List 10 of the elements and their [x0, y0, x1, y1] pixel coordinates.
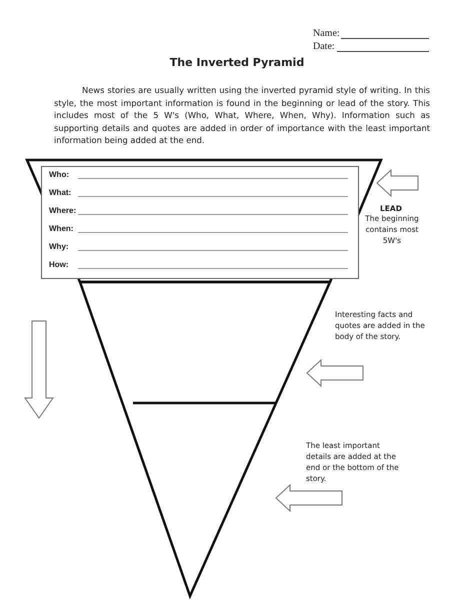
field-label: When:: [49, 224, 74, 233]
intro-paragraph: News stories are usually written using the inverted pyramid style of writing. In this style, the most important information is found in the beginning or lead of the story. This includes most of the 5 W's (Who, What, Where, When, Why). Information such as supporting details and quotes are added in order of importance with the least important information being added at the end.: [54, 84, 430, 146]
field-label: How:: [49, 260, 69, 269]
field-label: What:: [49, 188, 72, 197]
field-label: Name:: [313, 28, 340, 40]
field-label: Why:: [49, 242, 69, 251]
page-title: The Inverted Pyramid: [168, 56, 306, 70]
field-label: Who:: [49, 170, 69, 179]
field-label: Date:: [313, 41, 335, 53]
field-label: Where:: [49, 206, 76, 215]
